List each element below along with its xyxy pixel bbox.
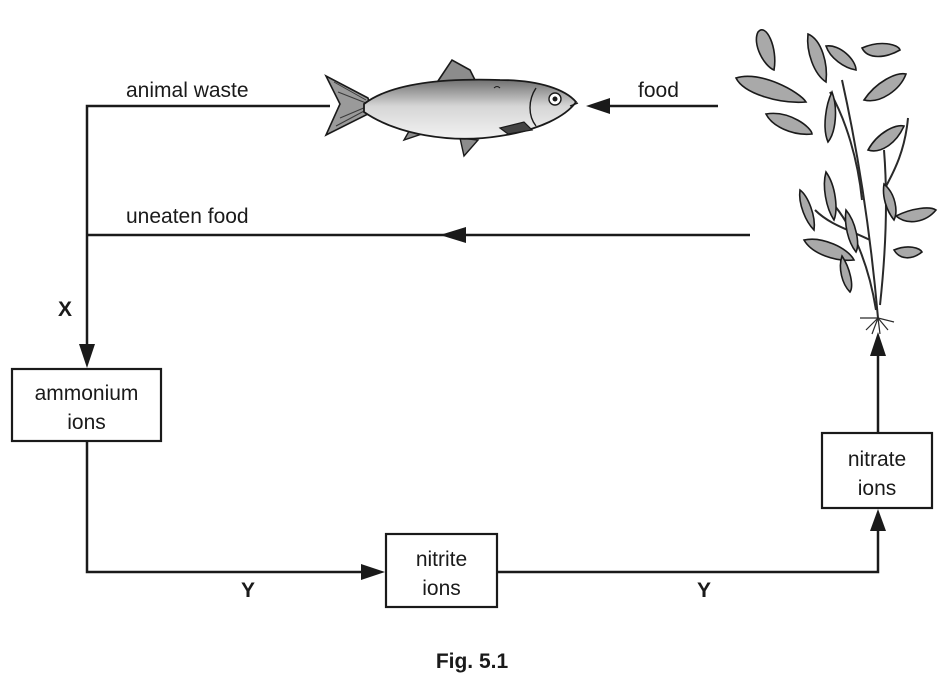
x-label: X [58,298,72,321]
animal-waste-line [85,104,330,360]
animal-waste-label: animal waste [126,79,249,102]
figure-caption: Fig. 5.1 [436,650,509,673]
uneaten-food-label: uneaten food [126,205,249,228]
ammonium-ions-box: ammonium ions [10,367,163,443]
y-label-right: Y [697,579,711,602]
fish-illustration [324,58,579,158]
food-label: food [638,79,679,102]
nitrate-box-line-1: nitrate [848,448,906,471]
arrowhead-to-plant [870,332,886,356]
nitrite-box-line-1: nitrite [416,548,467,571]
y-label-left: Y [241,579,255,602]
nitrate-box-line-2: ions [858,477,897,500]
nitrite-ions-box: nitrite ions [384,532,499,609]
arrowheads [79,98,886,580]
arrowhead-uneaten-food [440,227,466,243]
ammonium-box-line-2: ions [67,411,106,434]
ammonium-to-nitrite-line [85,441,377,574]
nitrite-box-line-2: ions [422,577,461,600]
arrowhead-to-ammonium [79,344,95,368]
nitrite-to-nitrate-line [498,517,880,574]
plant-illustration [734,29,938,335]
arrowhead-to-nitrite [361,564,385,580]
arrowhead-food [586,98,610,114]
ammonium-box-line-1: ammonium [35,382,139,405]
connector-lines [85,104,880,574]
arrowhead-to-nitrate [870,509,886,531]
nitrate-ions-box: nitrate ions [820,431,934,510]
